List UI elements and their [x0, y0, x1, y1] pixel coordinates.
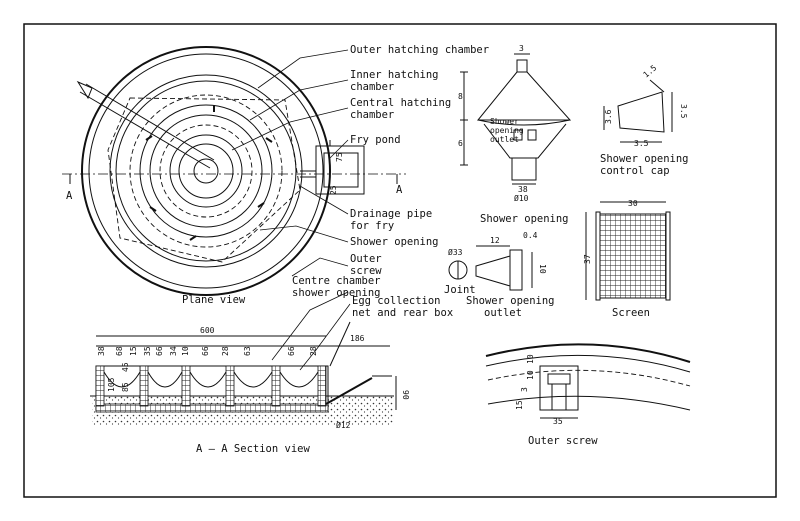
section-dim-66c: 66: [287, 346, 296, 356]
shower-dim-6: 6: [458, 139, 463, 148]
section-dim-66a: 66: [155, 346, 164, 356]
shower-label-1: Shower: [490, 117, 519, 126]
cap-dim-3-5-right: 3.5: [679, 104, 688, 119]
caption-plane-view: Plane view: [182, 294, 246, 306]
shower-cap-drawing: [603, 79, 673, 143]
outlet-dim-dia33: Ø33: [448, 247, 463, 257]
caption-shower-opening: Shower opening: [480, 213, 569, 225]
plane-view: [62, 46, 406, 296]
screw-dim-10b: 10: [526, 354, 535, 364]
plan-dim-25: 25: [329, 185, 338, 195]
outlet-joint-label: Joint: [444, 284, 476, 296]
shower-dim-38: 38: [518, 185, 528, 194]
caption-screen: Screen: [612, 307, 650, 319]
label-shower-opening: Shower opening: [350, 236, 439, 248]
drawing-frame: [23, 23, 777, 498]
screen-dim-37: 37: [583, 254, 592, 264]
section-dim-600: 600: [200, 326, 215, 335]
section-dim-10: 10: [181, 346, 190, 356]
plan-leader-lines: [231, 49, 351, 371]
shower-dim-8: 8: [458, 92, 463, 101]
section-dim-28b: 28: [309, 346, 318, 356]
screw-dim-3: 3: [520, 387, 529, 392]
label-drainage-pipe-2: for fry: [350, 220, 394, 232]
section-view: [90, 321, 397, 426]
section-dim-66b: 66: [201, 346, 210, 356]
label-fry-pond: Fry pond: [350, 134, 401, 146]
section-dim-34: 34: [169, 346, 178, 356]
cap-dim-3-5-bottom: 3.5: [634, 139, 649, 148]
caption-outlet-2: outlet: [484, 307, 522, 319]
label-drainage-pipe-1: Drainage pipe: [350, 208, 432, 220]
section-dim-186: 186: [350, 334, 365, 343]
label-centre-chamber-2: shower opening: [292, 287, 381, 299]
caption-cap-2: control cap: [600, 165, 670, 177]
shower-opening-drawing: [460, 53, 572, 185]
outer-screw-drawing: [485, 343, 691, 419]
caption-section-view: A – A Section view: [196, 443, 310, 455]
section-dim-68: 68: [115, 346, 124, 356]
shower-label-2: opening: [490, 126, 524, 135]
plan-dim-75: 75: [335, 152, 344, 162]
label-central-hatching-chamber-1: Central hatching: [350, 97, 451, 109]
screen-dim-30: 30: [628, 199, 638, 208]
section-dim-85: 85: [121, 382, 130, 392]
shower-outlet-drawing: [448, 245, 533, 291]
section-dim-90: 90: [401, 390, 410, 400]
cap-dim-3-6: 3.6: [604, 109, 613, 124]
outlet-dim-10: 10: [538, 264, 547, 274]
shower-dim-dia10: Ø10: [514, 193, 529, 203]
shower-dim-3: 3: [519, 44, 524, 53]
label-outer-hatching-chamber: Outer hatching chamber: [350, 44, 489, 56]
section-dim-38: 38: [97, 346, 106, 356]
section-dim-105: 105: [107, 377, 116, 392]
caption-cap-1: Shower opening: [600, 153, 689, 165]
outlet-dim-12: 12: [490, 236, 500, 245]
section-dim-63: 63: [243, 346, 252, 356]
section-top-dims: 38 68 15 35 66 34 10 66 28 63 66 28: [97, 346, 318, 356]
cap-dim-1-5: 1.5: [642, 63, 659, 79]
label-egg-collection-2: net and rear box: [352, 307, 453, 319]
outlet-dim-0-4: 0.4: [523, 231, 538, 240]
screw-dim-15: 15: [515, 400, 524, 410]
screw-dim-35: 35: [553, 417, 563, 426]
section-dim-28a: 28: [221, 346, 230, 356]
label-central-hatching-chamber-2: chamber: [350, 109, 394, 121]
shower-label-3: outlet: [490, 135, 519, 144]
label-centre-chamber-1: Centre chamber: [292, 275, 381, 287]
section-dim-35: 35: [143, 346, 152, 356]
label-outer-screw-2: screw: [350, 265, 382, 277]
section-dim-15: 15: [129, 346, 138, 356]
label-inner-hatching-chamber-2: chamber: [350, 81, 394, 93]
section-dim-45: 45: [121, 362, 130, 372]
label-egg-collection-1: Egg collection: [352, 295, 441, 307]
screw-dim-10a: 10: [526, 370, 535, 380]
caption-outer-screw: Outer screw: [528, 435, 598, 447]
label-outer-screw-1: Outer: [350, 253, 382, 265]
section-mark-a-right: A: [396, 184, 403, 196]
section-mark-a-left: A: [66, 190, 73, 202]
caption-outlet-1: Shower opening: [466, 295, 555, 307]
label-inner-hatching-chamber-1: Inner hatching: [350, 69, 439, 81]
section-dim-dia12: Ø12: [336, 420, 351, 430]
screen-drawing: [585, 201, 671, 301]
